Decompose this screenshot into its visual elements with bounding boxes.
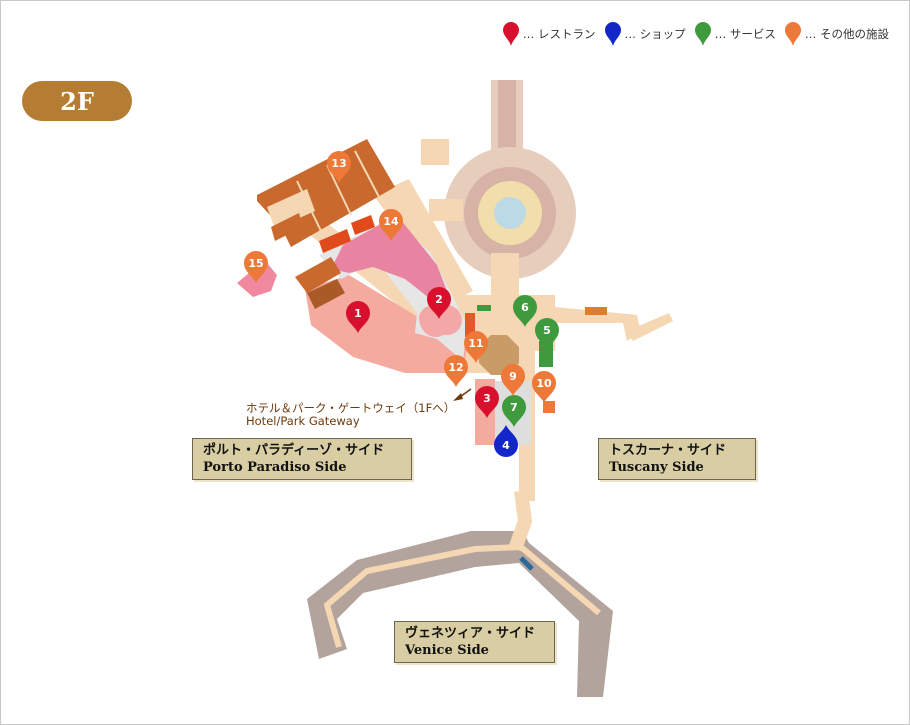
orange-pin-icon xyxy=(784,22,801,46)
pin-number: 4 xyxy=(502,439,510,452)
pin-number: 7 xyxy=(510,401,518,414)
gateway-label-en: Hotel/Park Gateway xyxy=(246,414,360,428)
area-label-jp: ポルト・パラディーゾ・サイド xyxy=(203,443,385,458)
pin-number: 13 xyxy=(331,157,346,170)
pin-number: 5 xyxy=(543,324,551,337)
pin-2[interactable]: 2 xyxy=(427,287,451,319)
pin-9[interactable]: 9 xyxy=(501,364,525,396)
gateway-arrow xyxy=(453,388,472,401)
pin-number: 3 xyxy=(483,392,491,405)
pin-1[interactable]: 1 xyxy=(346,301,370,333)
legend: … レストラン … ショップ … サービス … その他の施設 xyxy=(502,21,889,47)
pin-4[interactable]: 4 xyxy=(494,425,518,457)
legend-item-service: … サービス xyxy=(694,21,776,47)
gateway-label: ホテル＆パーク・ゲートウェイ（1Fへ） Hotel/Park Gateway xyxy=(246,402,455,428)
legend-label: … レストラン xyxy=(522,27,596,41)
pin-13[interactable]: 13 xyxy=(327,151,351,183)
pin-7[interactable]: 7 xyxy=(502,395,526,427)
area-label-venice: ヴェネツィア・サイド Venice Side xyxy=(394,621,555,663)
pin-15[interactable]: 15 xyxy=(244,251,268,283)
pin-11[interactable]: 11 xyxy=(464,331,488,363)
pin-12[interactable]: 12 xyxy=(444,355,468,387)
pin-3[interactable]: 3 xyxy=(475,386,499,418)
legend-label: … サービス xyxy=(714,27,776,41)
gateway-label-jp: ホテル＆パーク・ゲートウェイ（1Fへ） xyxy=(246,401,456,415)
pin-number: 10 xyxy=(536,377,552,390)
green-pin-icon xyxy=(694,22,711,46)
pin-14[interactable]: 14 xyxy=(379,209,403,241)
pin-10[interactable]: 10 xyxy=(532,371,556,403)
venice-walkway xyxy=(307,490,613,697)
plaza xyxy=(421,80,576,301)
legend-item-restaurant: … レストラン xyxy=(502,21,596,47)
pin-number: 12 xyxy=(448,361,463,374)
pin-number: 6 xyxy=(521,301,529,314)
pin-number: 9 xyxy=(509,370,517,383)
floor-badge: 2F xyxy=(22,81,132,121)
pin-number: 2 xyxy=(435,293,443,306)
legend-item-other: … その他の施設 xyxy=(784,21,889,47)
area-label-en: Venice Side xyxy=(405,643,489,658)
legend-label: … ショップ xyxy=(624,27,686,41)
area-label-jp: ヴェネツィア・サイド xyxy=(405,626,536,641)
area-label-en: Porto Paradiso Side xyxy=(203,460,347,475)
blue-pin-icon xyxy=(604,22,621,46)
porto-building xyxy=(257,139,475,373)
area-label-porto: ポルト・パラディーゾ・サイド Porto Paradiso Side xyxy=(192,438,412,480)
pin-number: 14 xyxy=(383,215,399,228)
pin-number: 15 xyxy=(248,257,263,270)
red-pin-icon xyxy=(502,22,519,46)
pin-6[interactable]: 6 xyxy=(513,295,537,327)
pin-number: 11 xyxy=(468,337,483,350)
area-label-en: Tuscany Side xyxy=(609,460,704,475)
area-label-jp: トスカーナ・サイド xyxy=(609,443,727,458)
legend-item-shop: … ショップ xyxy=(604,21,686,47)
legend-label: … その他の施設 xyxy=(804,27,889,41)
area-label-tuscany: トスカーナ・サイド Tuscany Side xyxy=(598,438,756,480)
pin-5[interactable]: 5 xyxy=(535,318,559,350)
pin-number: 1 xyxy=(354,307,362,320)
